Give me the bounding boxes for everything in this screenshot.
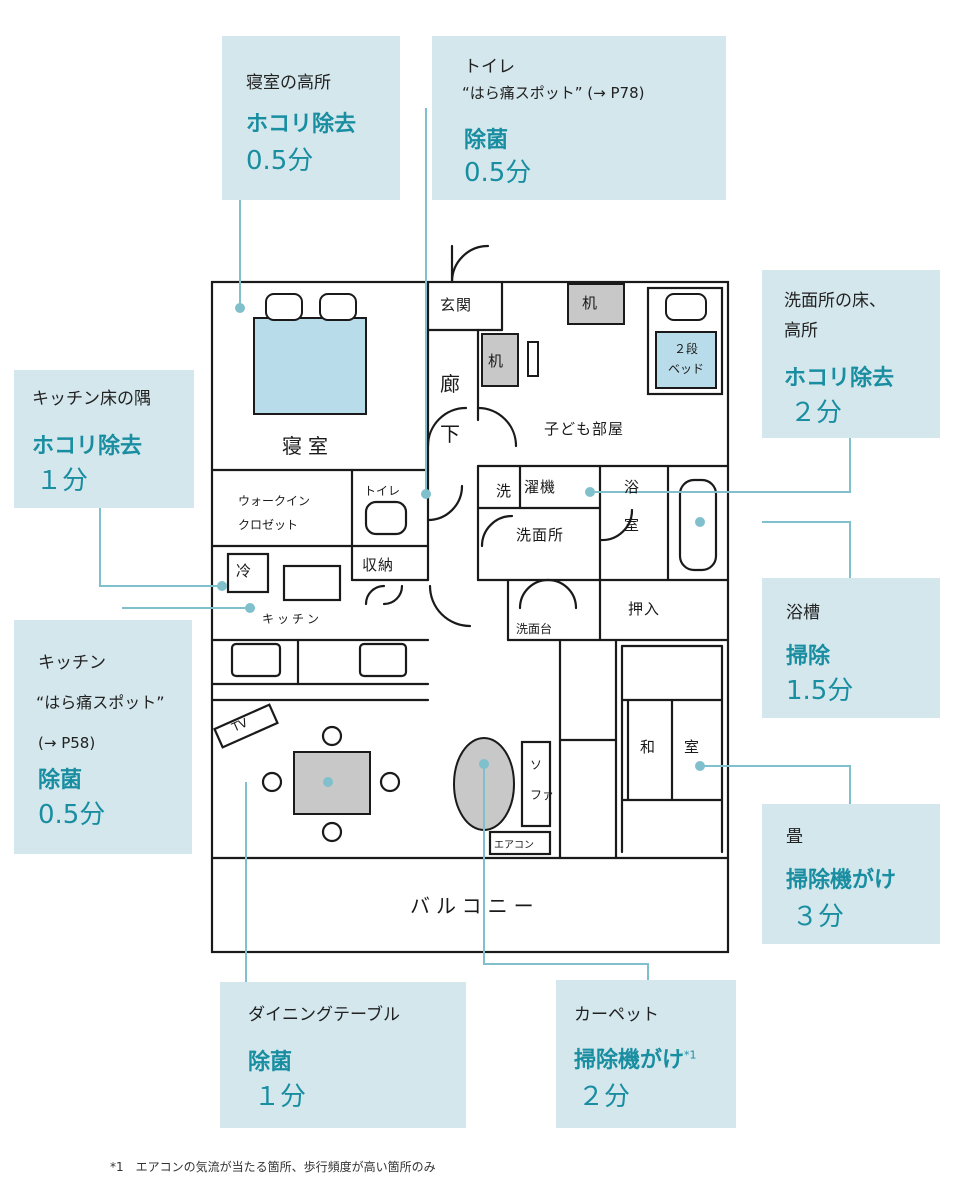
footnote: *1 エアコンの気流が当たる箇所、歩行頻度が高い箇所のみ — [110, 1160, 436, 1174]
room-kitchen: キッチン — [262, 612, 323, 626]
card-task: ホコリ除去 — [784, 366, 895, 391]
room-washitsu-2: 室 — [684, 738, 701, 756]
card-task: ホコリ除去 — [32, 434, 143, 459]
outer-wall — [210, 280, 730, 954]
card-task: 掃除機がけ*1 — [574, 1042, 697, 1074]
room-closet: 押入 — [628, 600, 661, 618]
card-carpet: カーペット 掃除機がけ*1 ２分 — [556, 980, 736, 1128]
card-location: 畳 — [786, 827, 803, 847]
card-location: 寝室の高所 — [246, 73, 331, 93]
room-walkin-1: ウォークイン — [238, 494, 311, 508]
card-time: １分 — [254, 1082, 307, 1112]
card-time: 0.5分 — [38, 800, 106, 830]
card-time: 0.5分 — [246, 146, 314, 176]
card-bathtub: 浴槽 掃除 1.5分 — [762, 578, 940, 718]
card-toilet: トイレ “はら痛スポット” (→ P78) 除菌 0.5分 — [432, 36, 726, 200]
card-task: 掃除 — [786, 644, 831, 669]
room-bedroom: 寝室 — [282, 434, 334, 458]
room-balcony: バルコニー — [410, 894, 540, 918]
washer-label-2: 濯機 — [524, 478, 557, 496]
room-bath-2: 室 — [624, 516, 641, 534]
room-washroom: 洗面所 — [516, 526, 565, 544]
card-location-detail: “はら痛スポット” (→ P78) — [462, 84, 645, 102]
card-washroom: 洗面所の床、 高所 ホコリ除去 ２分 — [762, 270, 940, 438]
card-task: ホコリ除去 — [246, 112, 357, 137]
sofa-label-2: ファ — [530, 788, 555, 802]
room-entrance: 玄関 — [440, 296, 473, 314]
card-task: 除菌 — [38, 768, 83, 793]
aircon-label: エアコン — [494, 840, 534, 851]
card-location: キッチン床の隅 — [32, 389, 151, 409]
sofa-label-1: ソ — [530, 758, 543, 772]
card-time: ３分 — [792, 902, 845, 932]
desk-label-1: 机 — [582, 294, 599, 312]
card-page-ref: (→ P58) — [38, 734, 96, 752]
card-time: ２分 — [790, 398, 843, 428]
bunk-bed-label-2: ベッド — [668, 362, 705, 376]
card-time: 0.5分 — [464, 158, 532, 188]
card-task: 除菌 — [248, 1050, 293, 1075]
card-location: 洗面所の床、 — [784, 291, 886, 311]
fridge-label: 冷 — [236, 562, 253, 580]
room-washitsu-1: 和 — [640, 738, 657, 756]
desk-label-2: 机 — [488, 352, 505, 370]
card-dining: ダイニングテーブル 除菌 １分 — [220, 982, 466, 1128]
room-kids: 子ども部屋 — [544, 420, 625, 438]
card-time: ２分 — [578, 1082, 631, 1112]
card-bedroom-high: 寝室の高所 ホコリ除去 0.5分 — [222, 36, 400, 200]
card-location: 浴槽 — [786, 603, 820, 623]
room-bath-1: 浴 — [624, 478, 641, 496]
card-task: 掃除機がけ — [786, 868, 897, 893]
room-hallway-2: 下 — [440, 422, 466, 446]
card-location: キッチン — [38, 653, 106, 673]
room-storage: 収納 — [362, 556, 395, 574]
card-time: １分 — [36, 466, 89, 496]
bunk-bed-label-1: ２段 — [674, 342, 699, 356]
footnote-mark: *1 — [684, 1048, 697, 1062]
card-task: 除菌 — [464, 128, 509, 153]
card-location-detail: “はら痛スポット” — [36, 693, 165, 712]
card-time: 1.5分 — [786, 676, 854, 706]
card-kitchen: キッチン “はら痛スポット” (→ P58) 除菌 0.5分 — [14, 620, 192, 854]
washer-label-1: 洗 — [496, 482, 513, 500]
card-tatami: 畳 掃除機がけ ３分 — [762, 804, 940, 944]
sink-label: 洗面台 — [516, 622, 553, 636]
card-location: ダイニングテーブル — [248, 1005, 400, 1025]
room-hallway-1: 廊 — [440, 372, 466, 396]
room-walkin-2: クロゼット — [238, 518, 299, 532]
card-location: トイレ — [464, 57, 515, 77]
card-location: カーペット — [574, 1005, 659, 1025]
room-toilet: トイレ — [364, 484, 401, 498]
card-task-text: 掃除機がけ — [574, 1048, 685, 1073]
card-kitchen-floor: キッチン床の隅 ホコリ除去 １分 — [14, 370, 194, 508]
card-location-detail: 高所 — [784, 321, 818, 341]
